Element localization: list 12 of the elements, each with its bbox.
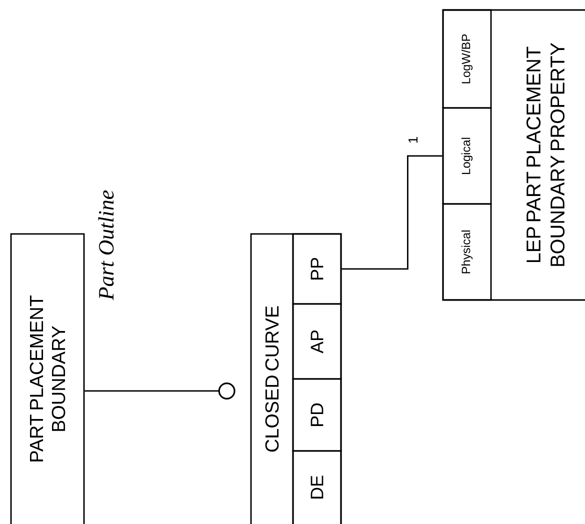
cell: PP — [292, 233, 342, 305]
connector — [342, 155, 442, 270]
relationship-label: Part Outline — [98, 190, 114, 300]
connector — [84, 382, 236, 400]
cell: AP — [292, 303, 342, 380]
cell: DE — [292, 450, 342, 524]
cell: PD — [292, 378, 342, 452]
cell: Physical — [442, 203, 492, 301]
cardinality-label: 1 — [408, 137, 418, 143]
entity-box: PART PLACEMENT BOUNDARY — [10, 233, 85, 524]
cell: LogW/BP — [442, 9, 492, 109]
cell: Logical — [442, 107, 492, 205]
